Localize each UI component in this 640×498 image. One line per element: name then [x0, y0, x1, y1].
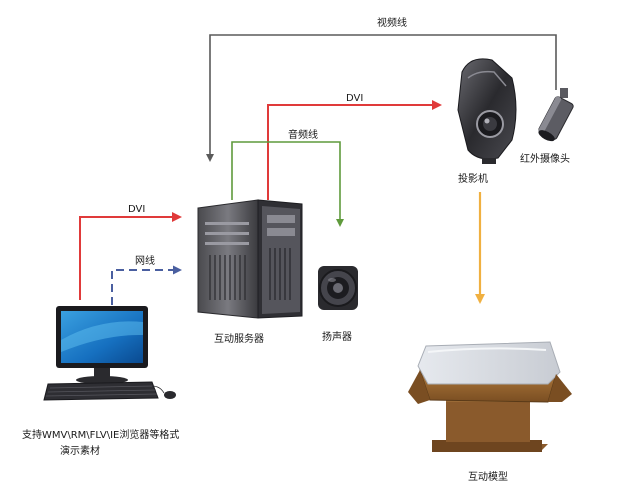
dvi-pc-to-server	[80, 217, 180, 300]
model-label: 互动模型	[468, 470, 508, 483]
speaker-label: 扬声器	[322, 330, 352, 343]
pc-label-line1: 支持WMV\RM\FLV\IE浏览器等格式	[22, 428, 179, 441]
dvi-top-label: DVI	[346, 93, 363, 104]
ir-camera-label: 红外摄像头	[520, 152, 570, 165]
video-line-label: 视频线	[377, 16, 407, 29]
pc-label-line2: 演示素材	[60, 444, 100, 457]
pc-icon	[44, 306, 176, 400]
dvi-left-label: DVI	[128, 204, 145, 215]
projector-label: 投影机	[458, 172, 488, 185]
model-icon	[408, 342, 572, 452]
server-icon	[198, 200, 302, 318]
network-line-label: 网线	[135, 254, 155, 267]
speaker-icon	[318, 266, 358, 310]
dvi-server-to-projector	[268, 105, 440, 200]
server-label: 互动服务器	[214, 332, 264, 345]
projector-icon	[458, 59, 516, 164]
network-line-connector	[112, 270, 180, 305]
ir-camera-icon	[536, 88, 574, 144]
audio-line-label: 音频线	[288, 128, 318, 141]
